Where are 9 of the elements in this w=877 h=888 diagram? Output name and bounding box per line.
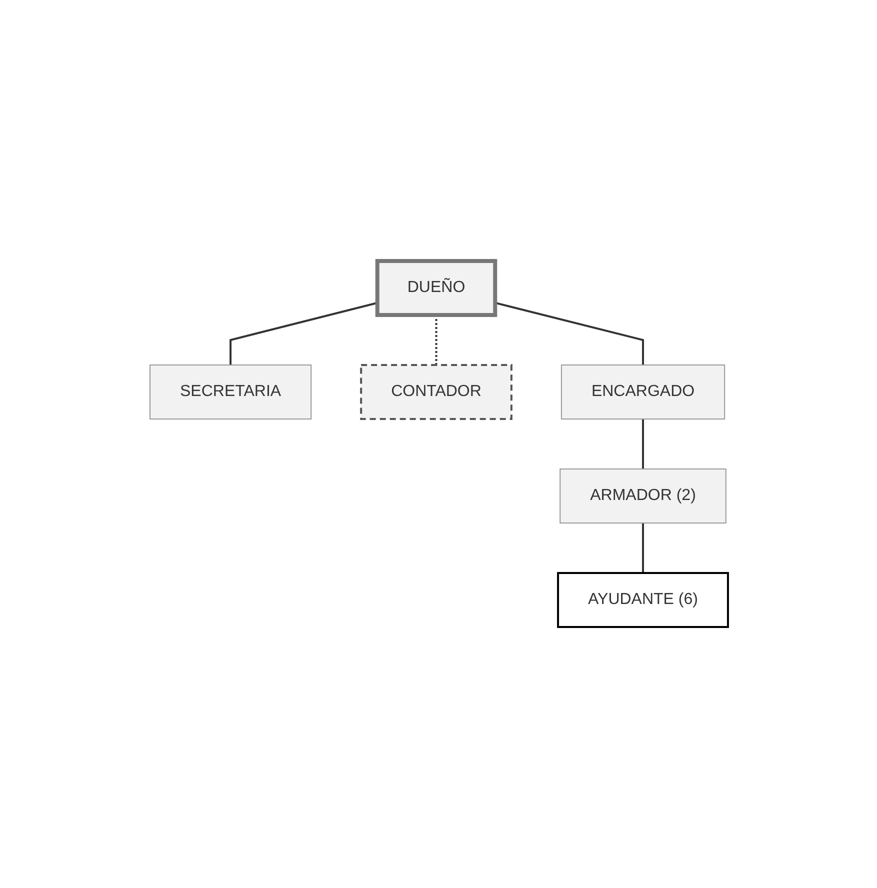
node-box: AYUDANTE (6) (556, 572, 728, 628)
node-box: SECRETARIA (149, 364, 312, 420)
connector (229, 302, 378, 365)
node-box: CONTADOR (360, 364, 512, 420)
node-box: ARMADOR (2) (559, 468, 726, 524)
node-box: DUEÑO (374, 259, 497, 317)
connector (642, 523, 644, 573)
node-box: ENCARGADO (560, 364, 725, 420)
connector (642, 419, 644, 469)
